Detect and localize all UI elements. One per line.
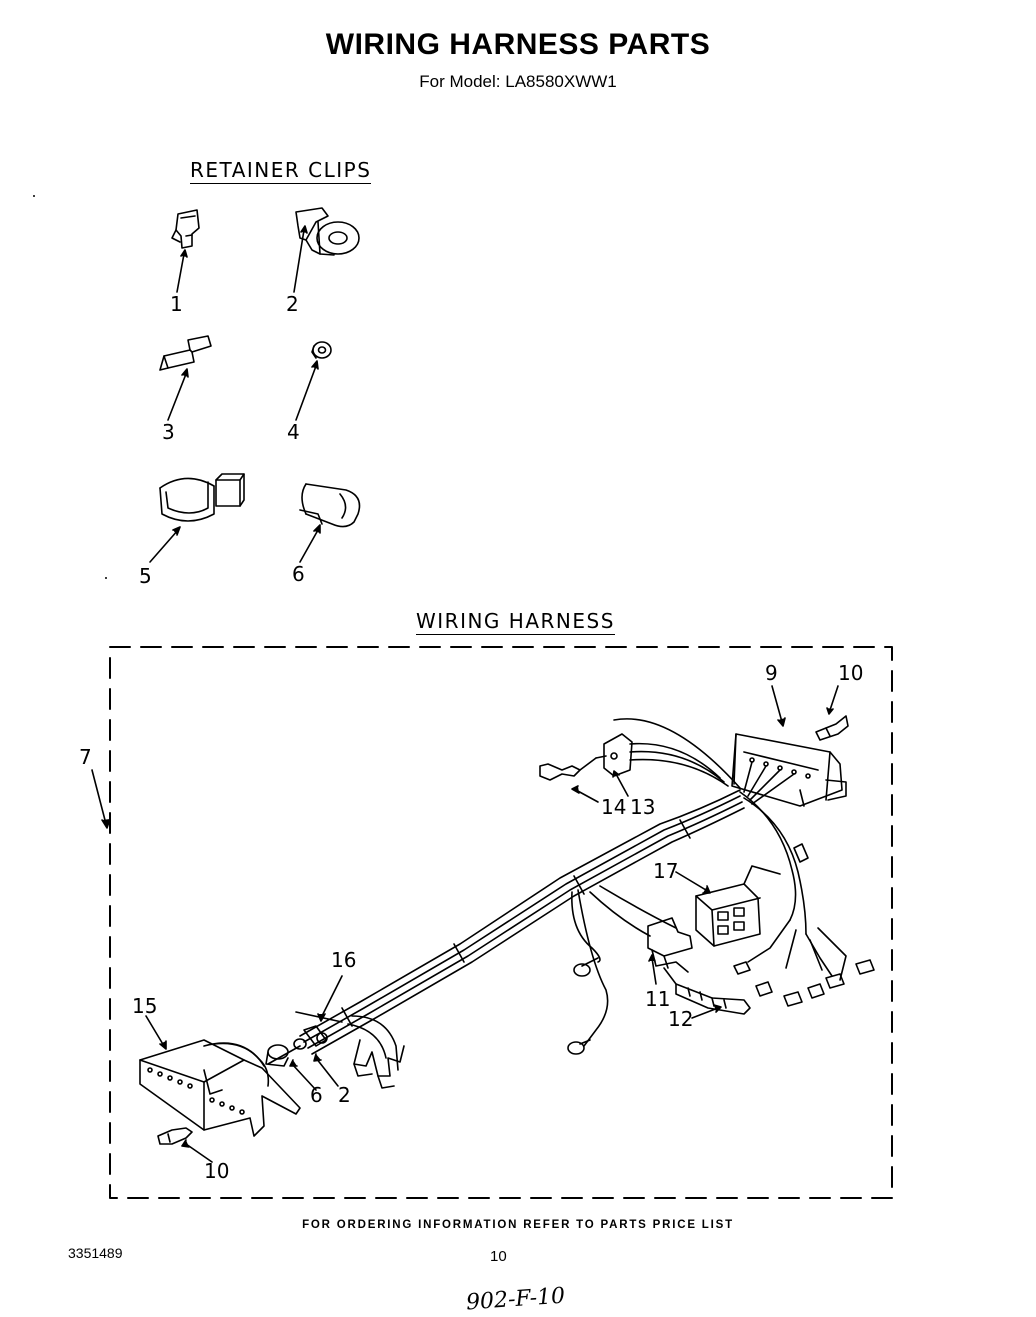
retainer-clip-1-drawing bbox=[171, 209, 200, 249]
retainer-clip-3-drawing bbox=[159, 335, 212, 371]
arrow-terminal-10-bottom bbox=[185, 1143, 213, 1163]
callout-clip-4: 4 bbox=[287, 420, 300, 444]
retainer-clip-6-drawing bbox=[299, 483, 361, 528]
terminal-14-drawing bbox=[539, 755, 607, 781]
ordering-note: FOR ORDERING INFORMATION REFER TO PARTS … bbox=[302, 1219, 734, 1231]
arrow-harness-7 bbox=[91, 769, 107, 825]
arrow-harness-clip-2 bbox=[315, 1057, 339, 1087]
terminal-block-15-drawing bbox=[139, 1039, 301, 1137]
terminal-strip-12-drawing bbox=[663, 967, 751, 1015]
arrow-part-16 bbox=[321, 975, 343, 1017]
callout-part-17: 17 bbox=[653, 859, 679, 883]
retainer-clips-heading: RETAINER CLIPS bbox=[190, 158, 372, 184]
model-subtitle: For Model: LA8580XWW1 bbox=[419, 72, 617, 91]
callout-block-15: 15 bbox=[132, 994, 158, 1018]
ground-wires bbox=[567, 889, 609, 1055]
callout-harness-clip-6: 6 bbox=[310, 1083, 323, 1107]
page-title: WIRING HARNESS PARTS bbox=[325, 28, 711, 61]
arrow-connector-13 bbox=[615, 773, 629, 797]
arrow-terminal-10-top bbox=[829, 685, 839, 711]
wiring-harness-heading: WIRING HARNESS bbox=[416, 609, 615, 635]
arrow-clip-5 bbox=[149, 529, 179, 563]
callout-clip-5: 5 bbox=[139, 564, 152, 588]
harness-frame bbox=[109, 646, 893, 1199]
retainer-clip-4-drawing bbox=[311, 341, 332, 359]
retainer-clip-2-drawing bbox=[295, 207, 360, 256]
callout-block-9: 9 bbox=[765, 661, 778, 685]
lower-branch-wires bbox=[347, 1015, 405, 1089]
connector-17-drawing bbox=[695, 865, 781, 947]
right-branch-wires bbox=[739, 791, 847, 981]
arrow-harness-clip-6 bbox=[291, 1063, 317, 1091]
main-wire-bundle bbox=[299, 789, 745, 1055]
switch-11-drawing bbox=[589, 885, 693, 973]
terminal-10-top-drawing bbox=[815, 715, 849, 741]
arrow-terminal-14 bbox=[575, 789, 599, 803]
arrow-clip-1 bbox=[176, 253, 185, 293]
arrow-connector-17 bbox=[675, 871, 707, 891]
terminal-10-bottom-drawing bbox=[157, 1127, 193, 1145]
callout-terminal-10-top: 10 bbox=[838, 661, 864, 685]
callout-clip-1: 1 bbox=[170, 292, 183, 316]
harness-clip-2-drawing bbox=[303, 1025, 328, 1047]
callout-part-14: 14 bbox=[601, 795, 627, 819]
callout-part-12: 12 bbox=[668, 1007, 694, 1031]
arrow-clip-4 bbox=[295, 365, 317, 421]
arrow-clip-6 bbox=[299, 529, 319, 563]
callout-part-11: 11 bbox=[645, 987, 671, 1011]
callout-part-13: 13 bbox=[630, 795, 656, 819]
arrow-switch-11 bbox=[651, 957, 657, 985]
callout-clip-3: 3 bbox=[162, 420, 175, 444]
retainer-clip-5-drawing bbox=[159, 473, 245, 522]
callout-clip-2: 2 bbox=[286, 292, 299, 316]
callout-terminal-10-bottom: 10 bbox=[204, 1159, 230, 1183]
connector-13-drawing bbox=[603, 718, 741, 789]
arrow-block-15 bbox=[145, 1015, 165, 1047]
arrow-clip-2 bbox=[293, 229, 305, 293]
callout-harness-clip-2: 2 bbox=[338, 1083, 351, 1107]
callout-part-16: 16 bbox=[331, 948, 357, 972]
page-number: 10 bbox=[490, 1248, 507, 1265]
arrow-block-9 bbox=[771, 685, 783, 723]
callout-harness-7: 7 bbox=[79, 745, 92, 769]
arrow-clip-3 bbox=[167, 373, 187, 421]
callout-clip-6: 6 bbox=[292, 562, 305, 586]
arrow-strip-12 bbox=[691, 1007, 719, 1019]
document-number: 3351489 bbox=[68, 1245, 123, 1261]
terminal-block-9-drawing bbox=[731, 733, 847, 807]
